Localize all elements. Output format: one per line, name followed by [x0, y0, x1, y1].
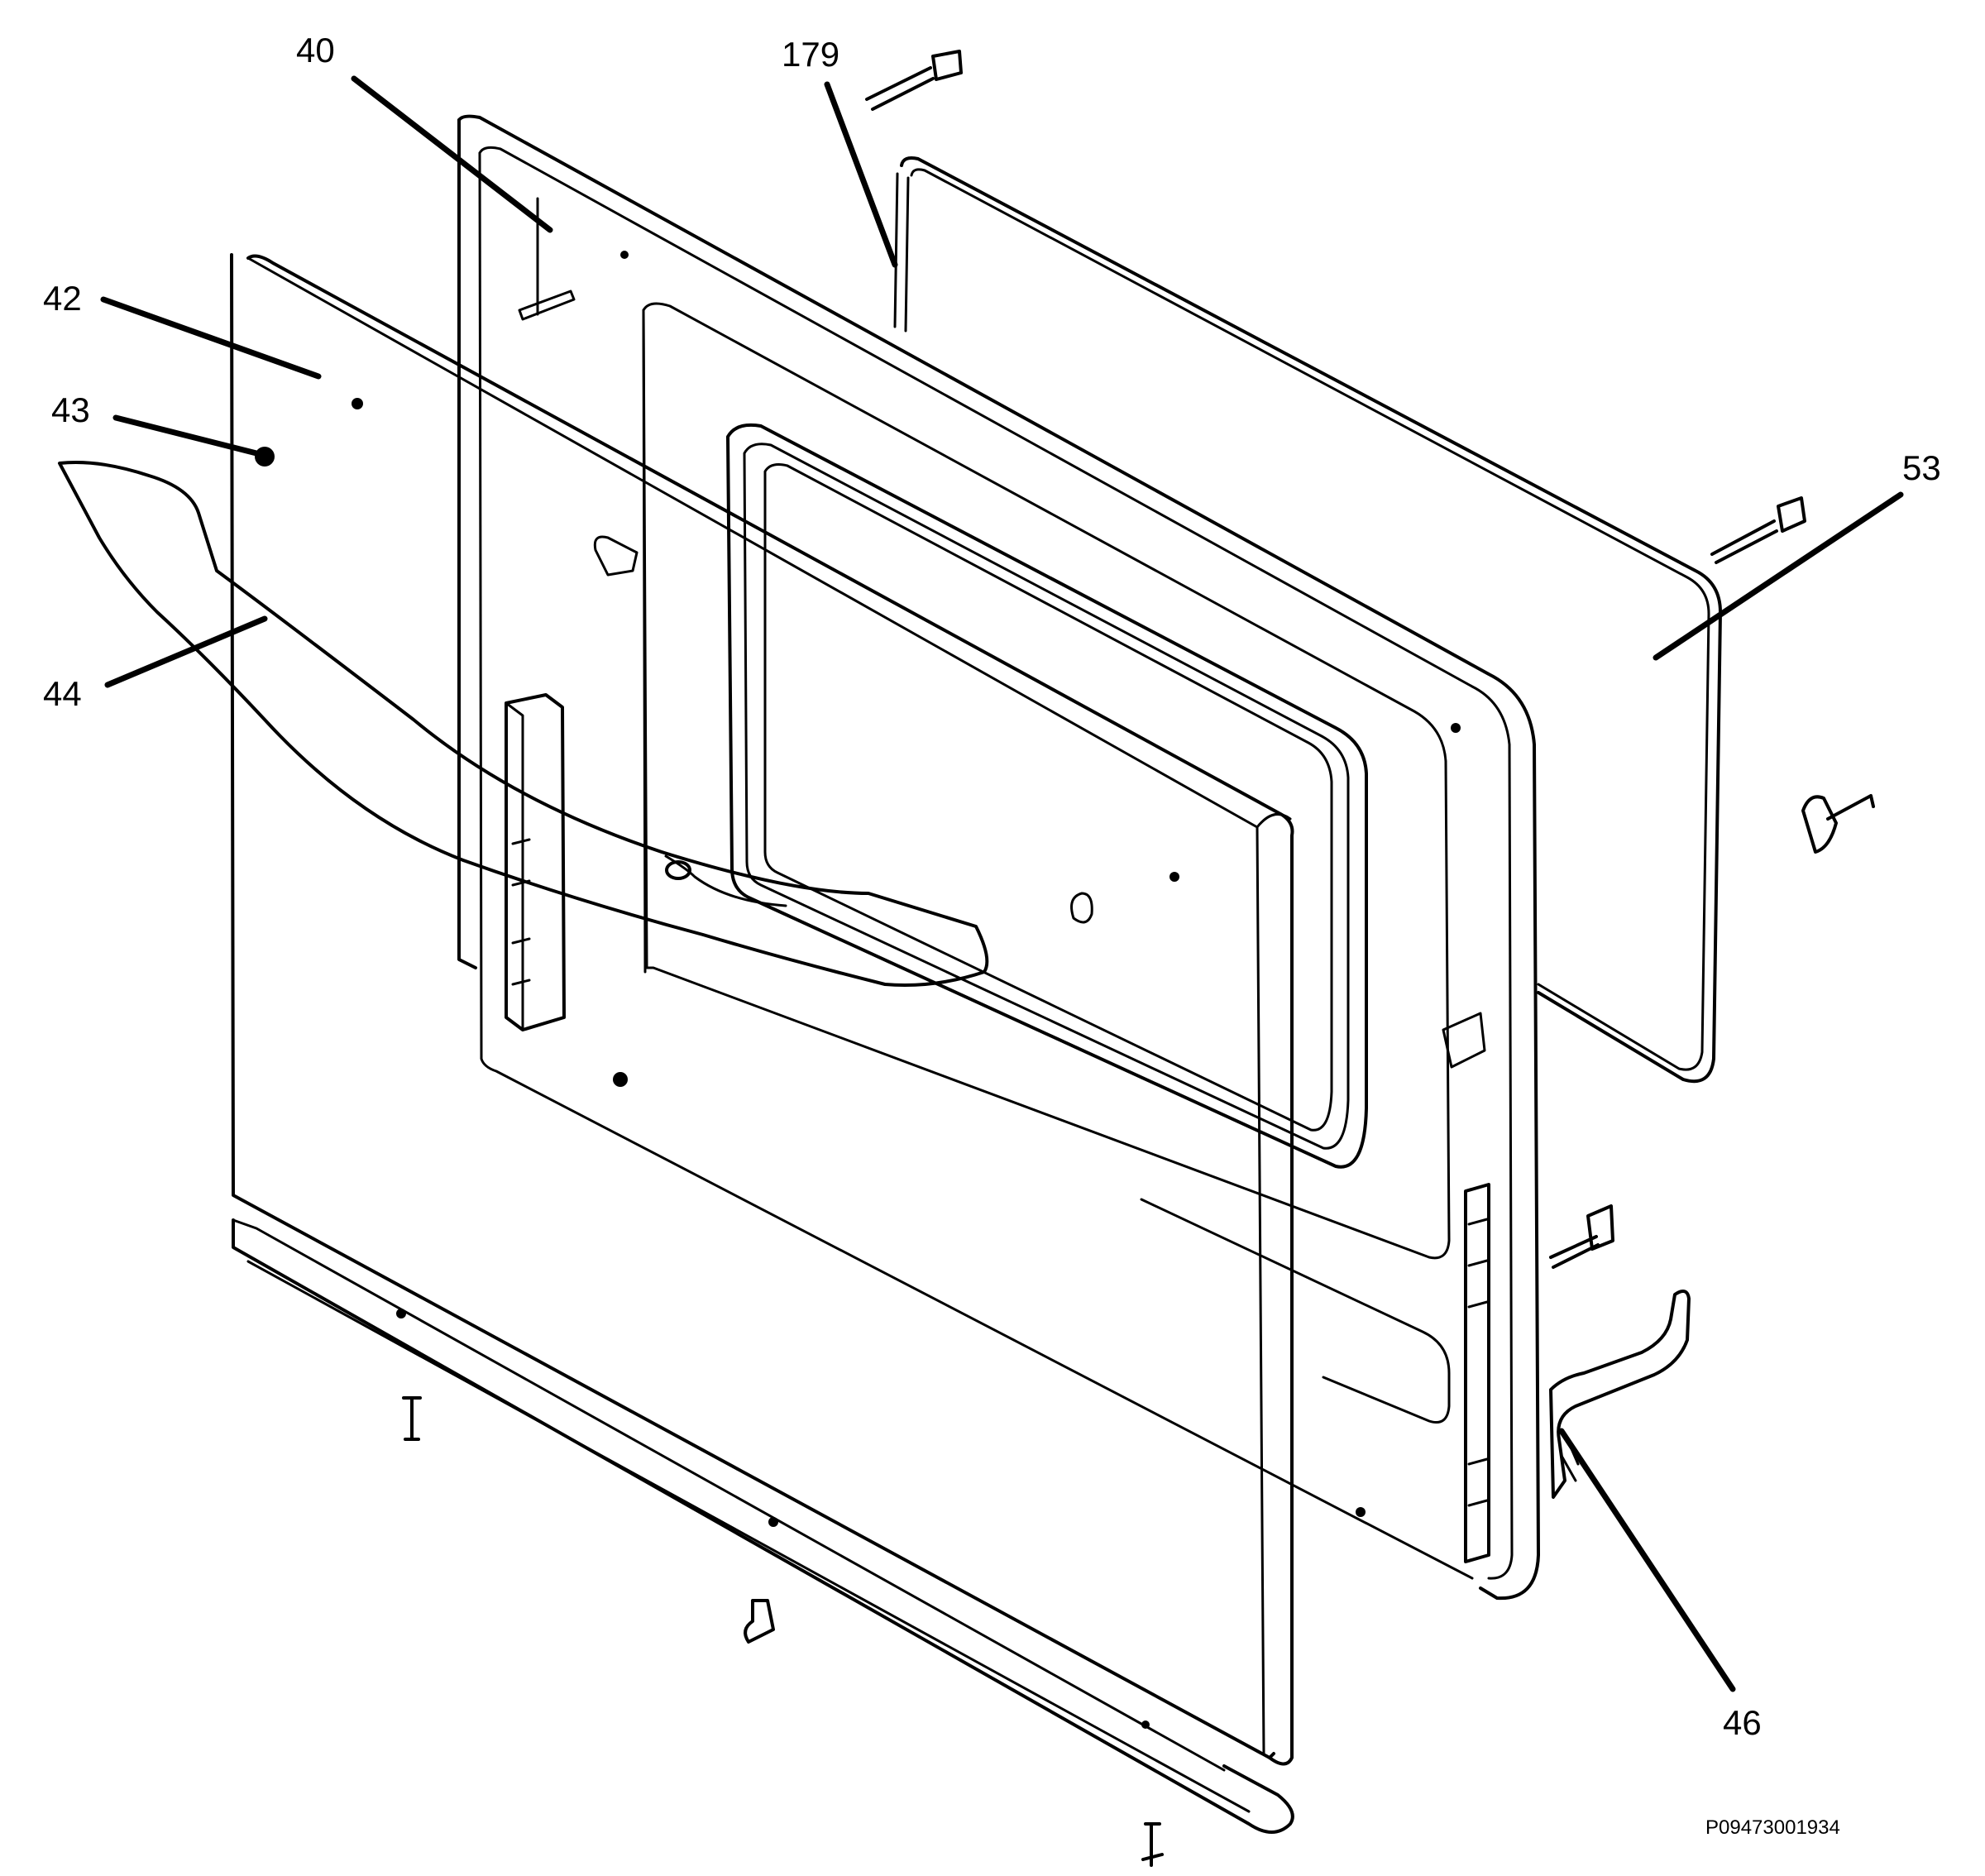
door-handle [58, 461, 989, 987]
middle-glass-panel [726, 423, 1368, 1169]
leader-40 [351, 75, 553, 233]
rear-glass-panel [893, 156, 1722, 1084]
callout-label-46: 46 [1723, 1703, 1762, 1742]
callout-label-179: 179 [782, 35, 840, 74]
drawing-code: P09473001934 [1705, 1816, 1840, 1839]
callout-label-53: 53 [1902, 448, 1941, 487]
leader-53 [1653, 491, 1904, 661]
leader-44 [104, 615, 268, 688]
front-glass-panel [230, 253, 1294, 1766]
callout-label-44: 44 [43, 674, 82, 713]
leader-179 [824, 81, 898, 268]
leader-42 [100, 296, 322, 380]
callout-label-40: 40 [296, 31, 335, 69]
callout-label-43: 43 [51, 390, 90, 429]
callout-label-42: 42 [43, 279, 82, 318]
door-hinge [1549, 1290, 1691, 1499]
leader-43 [112, 414, 266, 458]
door-frame [457, 114, 1540, 1601]
leader-46 [1558, 1428, 1736, 1692]
screws [402, 50, 1875, 1867]
bottom-trim-strip [232, 1218, 1294, 1834]
callout-leaders [100, 75, 1904, 1692]
